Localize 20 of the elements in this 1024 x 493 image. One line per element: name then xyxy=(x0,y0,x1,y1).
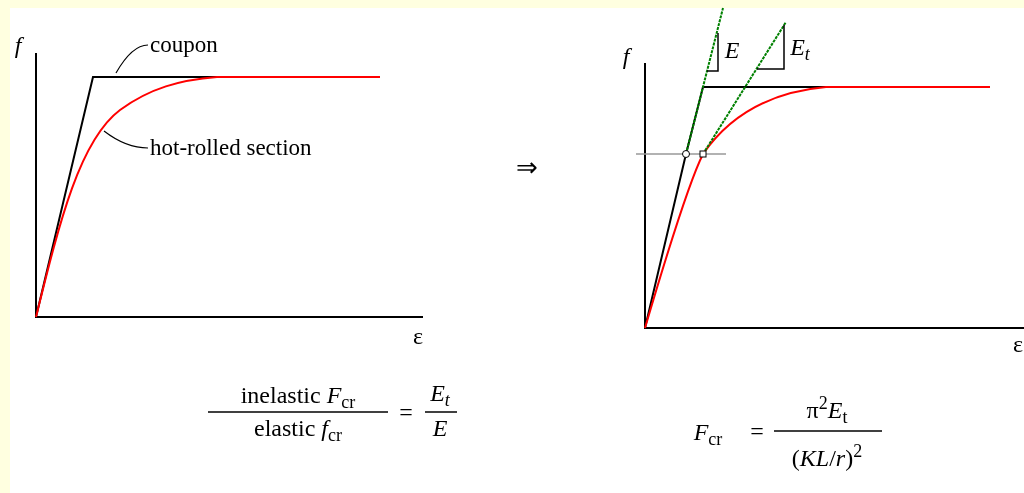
modulus-label: E xyxy=(724,38,740,62)
formula-numerator: π$^{2}$E$_{t}$ xyxy=(806,398,848,422)
formula-denominator: E xyxy=(432,416,448,440)
leader-line xyxy=(103,130,149,149)
axis-label: f xyxy=(14,33,22,57)
formula-numerator: inelastic F$_{cr}$ xyxy=(240,383,356,407)
callout-label: hot-rolled section xyxy=(150,134,312,162)
axis-label: ε xyxy=(1012,332,1024,356)
leader-line xyxy=(115,44,149,74)
implies-symbol: ⇒ xyxy=(516,155,538,181)
axis-label: f xyxy=(622,44,630,68)
formula-numerator: E$_{t}$ xyxy=(430,381,450,405)
formula-denominator: (KL/r)$^{2}$ xyxy=(791,446,863,470)
formula-denominator: elastic f$_{cr}$ xyxy=(254,416,342,440)
modulus-label: E$_{t}$ xyxy=(790,35,810,59)
callout-label: coupon xyxy=(150,31,218,59)
equals-sign: = xyxy=(750,419,764,443)
formula-term: F$_{cr}$ xyxy=(693,420,723,444)
axis-label: ε xyxy=(412,324,424,348)
equals-sign: = xyxy=(399,400,413,424)
